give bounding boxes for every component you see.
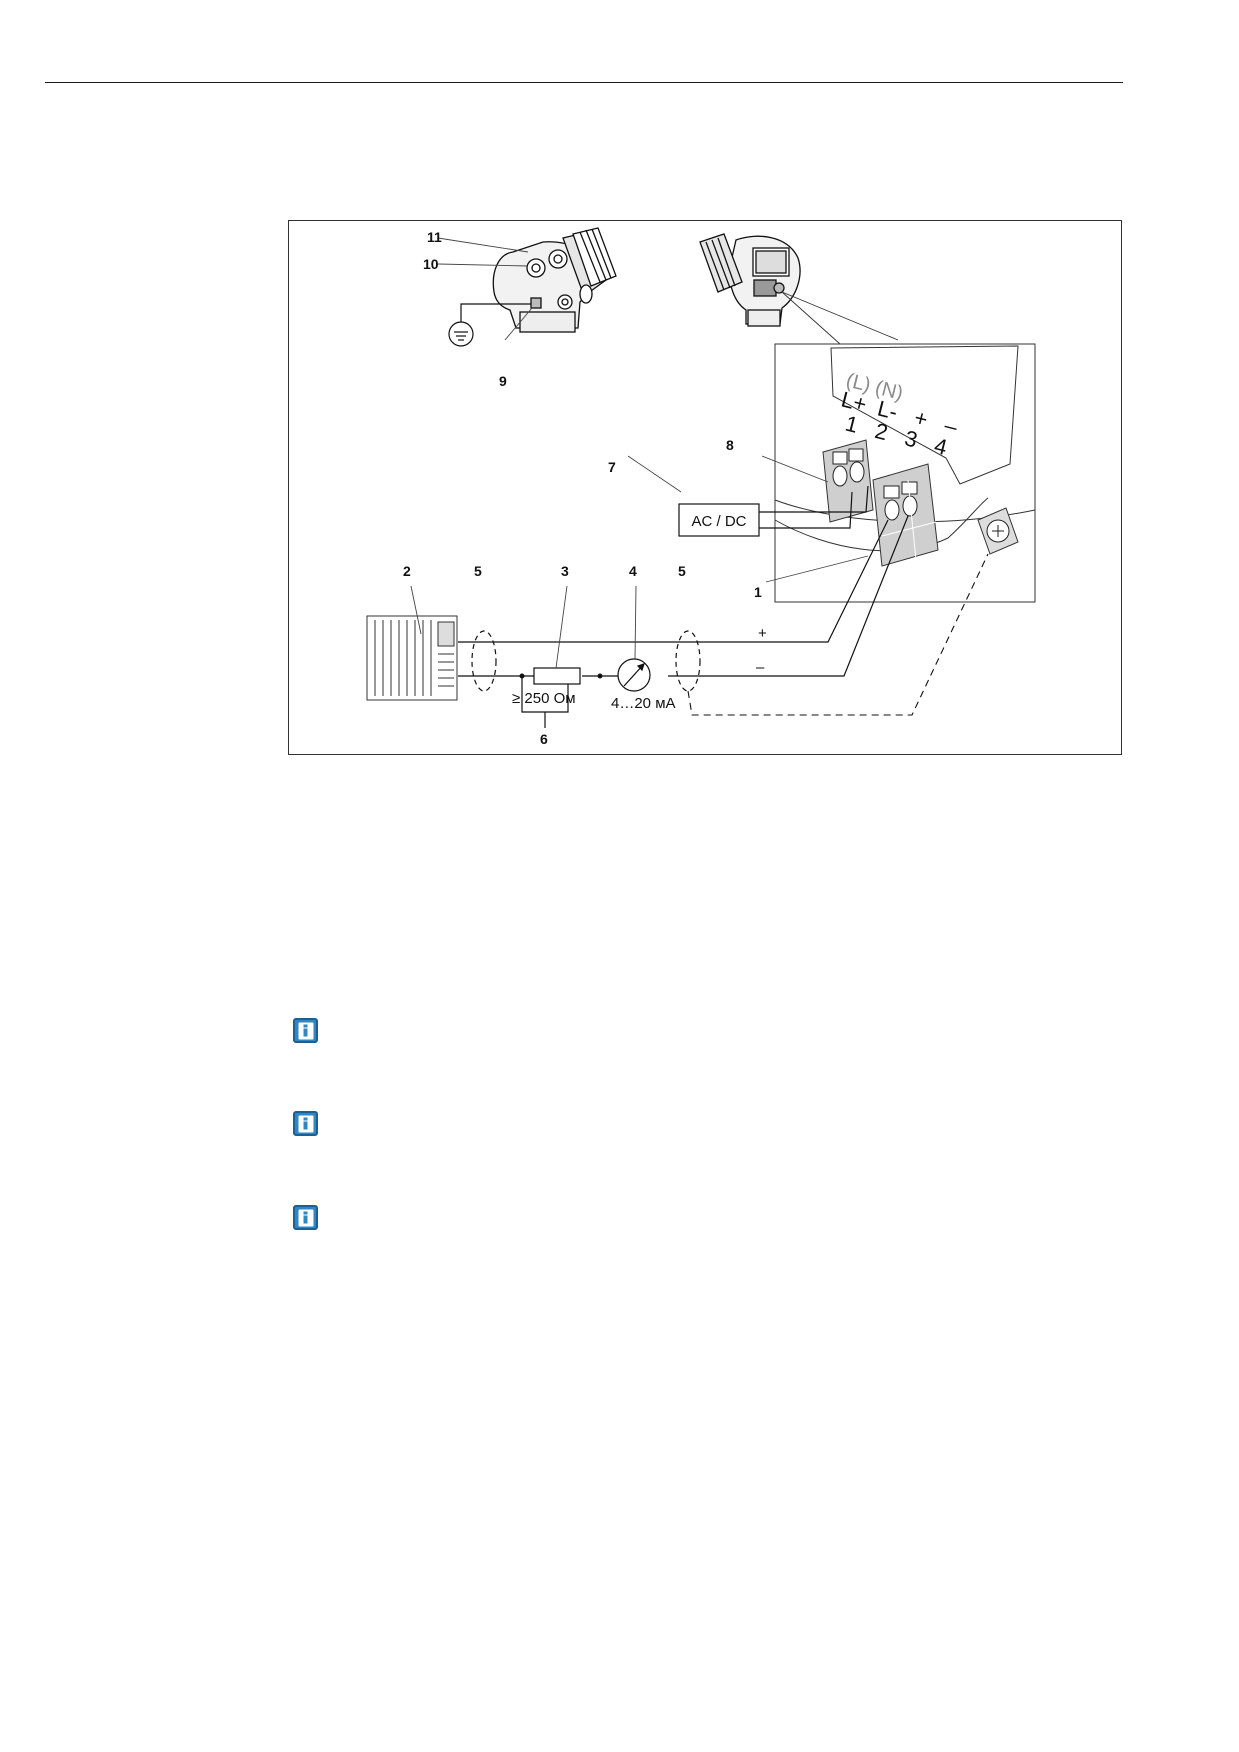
callout-8: 8 xyxy=(726,437,734,453)
shield-ground-line xyxy=(687,553,989,716)
callout-labels: 11 10 9 8 7 2 5 3 4 5 6 1 xyxy=(403,229,762,747)
signal-loop xyxy=(458,515,909,728)
callout-5-right: 5 xyxy=(678,563,686,579)
info-icon xyxy=(293,1205,318,1230)
terminal-compartment: (L) (N) L+ L- + – 1 2 3 4 xyxy=(774,343,1036,603)
info-icon xyxy=(293,1111,318,1136)
cable-shield-right xyxy=(675,630,701,692)
callout-5-left: 5 xyxy=(474,563,482,579)
callout-1: 1 xyxy=(754,584,762,600)
housing-ground-view xyxy=(492,227,617,333)
callout-7: 7 xyxy=(608,459,616,475)
info-icon xyxy=(293,1018,318,1043)
polarity-plus: + xyxy=(758,625,767,642)
callout-9: 9 xyxy=(499,373,507,389)
callout-4: 4 xyxy=(629,563,637,579)
current-meter-label: 4…20 мА xyxy=(611,695,676,712)
polarity-minus: – xyxy=(756,659,765,676)
wiring-diagram: (L) (N) L+ L- + – 1 2 3 4 xyxy=(288,220,1122,755)
callout-10: 10 xyxy=(423,256,439,272)
cable-shield-left xyxy=(471,630,497,692)
callout-6: 6 xyxy=(540,731,548,747)
ground-symbol xyxy=(448,303,531,347)
callout-2: 2 xyxy=(403,563,411,579)
current-meter xyxy=(617,658,651,692)
svg-text:AC / DC: AC / DC xyxy=(691,513,746,530)
ac-dc-supply: AC / DC xyxy=(678,485,869,537)
svg-text:≥ 250 Ом: ≥ 250 Ом xyxy=(512,690,576,707)
callout-3: 3 xyxy=(561,563,569,579)
load-resistor: ≥ 250 Ом xyxy=(512,667,581,707)
housing-display-view xyxy=(699,233,801,327)
header-rule xyxy=(45,82,1123,83)
evaluation-unit xyxy=(366,615,458,701)
callout-11: 11 xyxy=(427,229,442,245)
